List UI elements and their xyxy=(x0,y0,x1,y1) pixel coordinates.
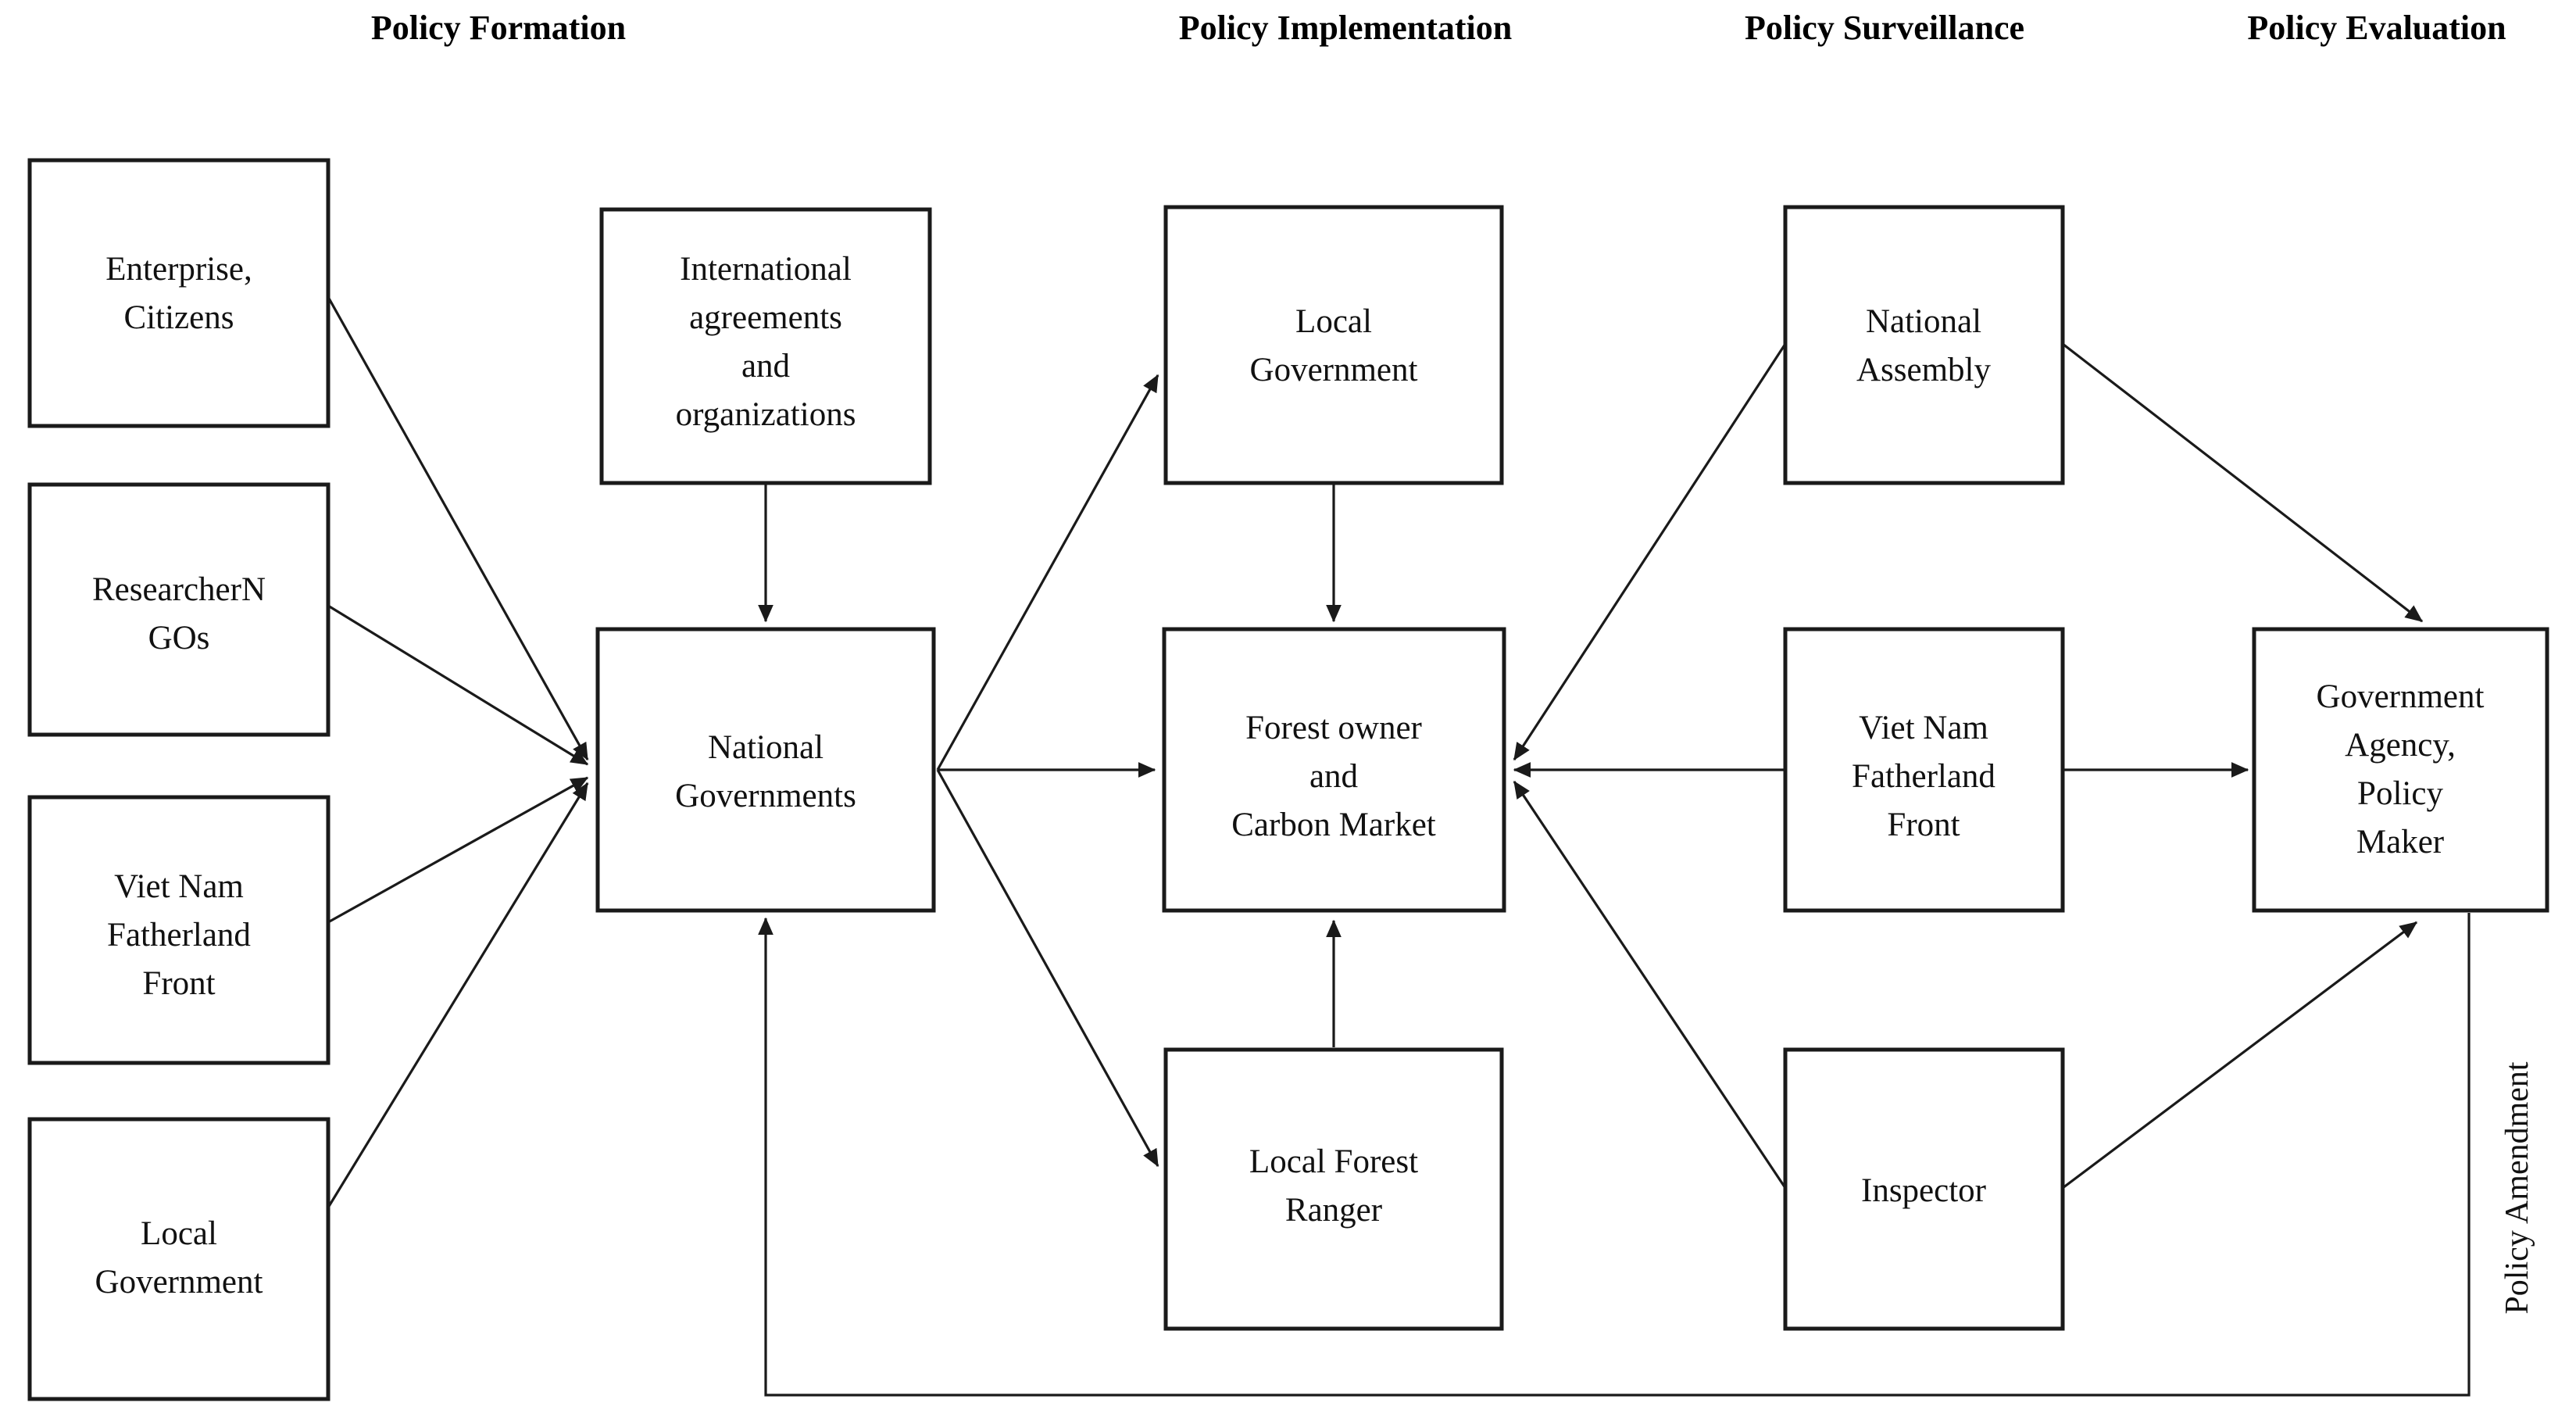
edges-layer xyxy=(327,296,2471,1397)
node-box-researcher-ngos[interactable] xyxy=(27,482,330,737)
node-box-national-governments[interactable] xyxy=(595,627,936,913)
node-label-vnff-line-2: Fatherland xyxy=(107,917,251,954)
node-label-local-forest-ranger-line-1: Local Forest xyxy=(1249,1143,1418,1180)
edge-inspector-to-government-agency xyxy=(2062,921,2418,1190)
node-viet-nam-fatherland-front[interactable]: Viet Nam Fatherland Front xyxy=(27,795,330,1065)
edge-researcher-ngos-to-national-governments xyxy=(327,604,589,766)
node-label-local-government-impl-line-2: Government xyxy=(1250,352,1418,388)
node-box-national-assembly[interactable] xyxy=(1783,205,2065,485)
node-label-government-agency-line-2: Agency, xyxy=(2345,727,2456,764)
node-label-local-government-impl-line-1: Local xyxy=(1295,303,1372,340)
node-box-enterprise-citizens[interactable] xyxy=(27,158,330,428)
node-label-researcher-ngos-line-1: ResearcherN xyxy=(92,571,266,608)
edge-national-assembly-to-forest-owner xyxy=(1513,343,1787,761)
node-box-local-government-impl[interactable] xyxy=(1163,205,1504,485)
edge-national-governments-to-local-forest-ranger xyxy=(936,769,1159,1168)
node-national-assembly[interactable]: National Assembly xyxy=(1783,205,2065,485)
node-local-government-impl[interactable]: Local Government xyxy=(1163,205,1504,485)
node-label-vnff-surveillance-line-2: Fatherland xyxy=(1852,758,1995,795)
node-label-local-government-left-line-2: Government xyxy=(95,1264,263,1301)
edge-national-governments-to-local-government-impl xyxy=(936,374,1159,771)
node-enterprise-citizens[interactable]: Enterprise, Citizens xyxy=(27,158,330,428)
node-label-national-assembly-line-1: National xyxy=(1866,303,1981,340)
edge-label-policy-amendment: Policy Amendment xyxy=(2499,1061,2535,1314)
node-national-governments[interactable]: National Governments xyxy=(595,627,936,913)
node-local-forest-ranger[interactable]: Local Forest Ranger xyxy=(1163,1047,1504,1331)
node-box-viet-nam-fatherland-front[interactable] xyxy=(27,795,330,1065)
edge-vnff-to-national-governments xyxy=(327,776,589,924)
node-label-forest-owner-line-2: and xyxy=(1309,758,1358,795)
edge-policy-amendment-feedback xyxy=(758,913,2471,1397)
column-header-policy-evaluation: Policy Evaluation xyxy=(2247,9,2506,47)
node-label-international-agreements-line-2: agreements xyxy=(689,299,842,336)
node-label-government-agency-line-3: Policy xyxy=(2357,775,2443,812)
node-local-government-left[interactable]: Local Government xyxy=(27,1117,330,1401)
node-inspector[interactable]: Inspector xyxy=(1783,1047,2065,1331)
node-label-national-assembly-line-2: Assembly xyxy=(1856,352,1992,388)
node-box-vnff-surveillance[interactable] xyxy=(1783,627,2065,913)
node-box-inspector[interactable] xyxy=(1783,1047,2065,1331)
node-label-researcher-ngos-line-2: GOs xyxy=(148,620,210,657)
node-label-enterprise-citizens-line-2: Citizens xyxy=(124,299,234,336)
node-forest-owner-carbon-market[interactable]: Forest owner and Carbon Market xyxy=(1162,627,1506,913)
column-header-policy-formation: Policy Formation xyxy=(371,9,626,47)
node-label-forest-owner-line-1: Forest owner xyxy=(1245,710,1422,746)
node-label-international-agreements-line-1: International xyxy=(680,251,852,288)
edge-national-assembly-to-government-agency xyxy=(2062,342,2424,623)
node-label-inspector: Inspector xyxy=(1861,1172,1986,1209)
edge-inspector-to-forest-owner xyxy=(1513,780,1787,1189)
node-label-international-agreements-line-4: organizations xyxy=(676,396,856,433)
node-label-forest-owner-line-3: Carbon Market xyxy=(1231,807,1436,843)
node-label-vnff-surveillance-line-1: Viet Nam xyxy=(1859,710,1988,746)
node-label-national-governments-line-1: National xyxy=(708,729,824,766)
node-label-local-government-left-line-1: Local xyxy=(141,1215,217,1252)
node-box-government-agency[interactable] xyxy=(2252,627,2549,913)
node-label-enterprise-citizens-line-1: Enterprise, xyxy=(105,251,252,288)
node-box-international-agreements[interactable] xyxy=(599,207,932,485)
node-label-international-agreements-line-3: and xyxy=(741,348,790,385)
node-label-government-agency-line-1: Government xyxy=(2317,678,2485,715)
column-header-policy-implementation: Policy Implementation xyxy=(1179,9,1513,47)
column-header-policy-surveillance: Policy Surveillance xyxy=(1745,9,2024,47)
node-government-agency[interactable]: Government Agency, Policy Maker xyxy=(2252,627,2549,913)
node-label-vnff-surveillance-line-3: Front xyxy=(1887,807,1960,843)
node-box-local-government-left[interactable] xyxy=(27,1117,330,1401)
node-vnff-surveillance[interactable]: Viet Nam Fatherland Front xyxy=(1783,627,2065,913)
node-label-government-agency-line-4: Maker xyxy=(2356,824,2444,860)
node-label-local-forest-ranger-line-2: Ranger xyxy=(1285,1192,1382,1229)
node-box-forest-owner-carbon-market[interactable] xyxy=(1162,627,1506,913)
column-headers: Policy Formation Policy Implementation P… xyxy=(371,9,2506,47)
node-international-agreements[interactable]: International agreements and organizatio… xyxy=(599,207,932,485)
node-box-local-forest-ranger[interactable] xyxy=(1163,1047,1504,1331)
node-researcher-ngos[interactable]: ResearcherN GOs xyxy=(27,482,330,737)
node-label-vnff-line-3: Front xyxy=(142,965,215,1002)
edge-enterprise-citizens-to-national-governments xyxy=(327,296,589,761)
node-label-vnff-line-1: Viet Nam xyxy=(114,868,244,905)
node-label-national-governments-line-2: Governments xyxy=(675,778,856,814)
edge-local-government-left-to-national-governments xyxy=(327,782,589,1208)
